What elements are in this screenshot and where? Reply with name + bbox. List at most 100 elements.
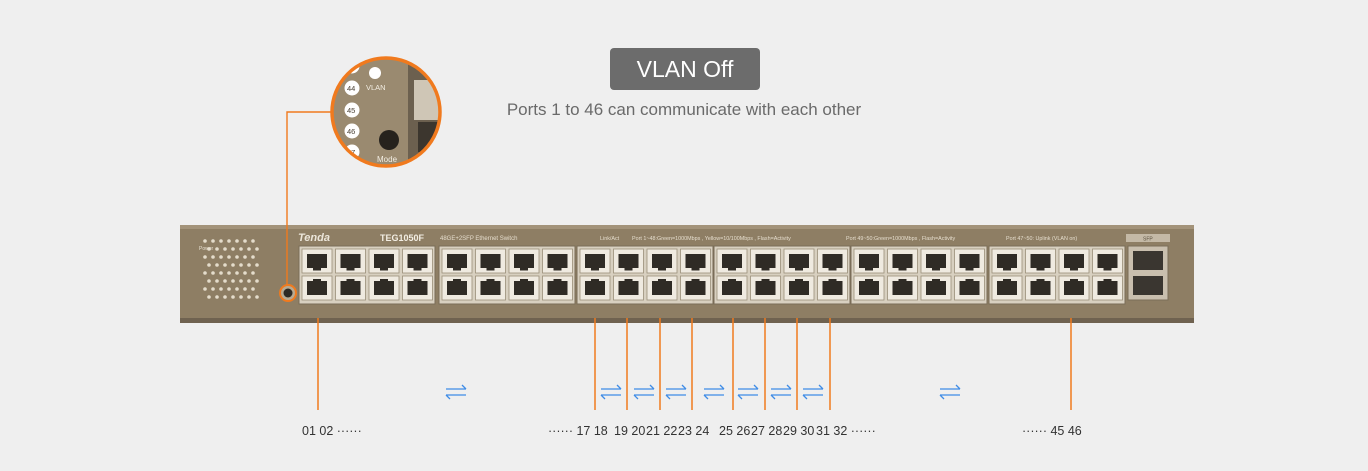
rj45-latch [728,268,736,271]
rj45-latch [691,268,700,271]
rj45-latch [965,279,974,282]
rj45-latch [865,279,873,282]
bidirectional-arrow-icon [939,384,961,400]
rj45-port [480,254,501,268]
port-label: 19 20 [614,424,646,438]
vent-hole [239,263,243,267]
vent-hole [215,295,219,299]
rj45-latch [728,279,736,282]
rj45-port [755,254,776,268]
rj45-latch [380,268,388,271]
bidirectional-arrow-icon [600,384,622,400]
bidirectional-arrow-icon [633,384,655,400]
vent-hole [215,279,219,283]
vent-hole [219,239,223,243]
zoom-led-number: 46 [347,127,355,136]
sfp-label: SFP [1143,237,1153,243]
rj45-latch [1036,279,1045,282]
rj45-port [755,281,776,295]
port-label: 31 32 ······ [816,424,876,438]
port-label: 29 30 [783,424,815,438]
rj45-latch [1036,268,1045,271]
model-name: TEG1050F [380,233,425,243]
port-group [988,245,1126,305]
vent-hole [251,287,255,291]
rj45-port [514,281,534,295]
vlan-led [369,67,381,79]
vent-hole [211,271,215,275]
power-label: Power [199,246,214,252]
vent-hole [243,255,247,259]
arrow-left [600,394,621,400]
rj45-port [685,281,706,295]
rj45-latch [898,268,907,271]
bidirectional-arrow-icon [665,384,687,400]
rj45-latch [520,279,528,282]
rj45-port [585,281,605,295]
rj45-latch [795,279,803,282]
vent-hole [235,239,239,243]
vent-hole [219,287,223,291]
zoom-mode-label: Mode [377,155,398,164]
bidirectional-arrow-icon [445,384,467,400]
rj45-latch [624,268,633,271]
rj45-latch [865,268,873,271]
rj45-latch [624,279,633,282]
rj45-port [859,254,879,268]
rj45-port [340,281,361,295]
zoom-led [344,80,360,96]
rj45-latch [591,279,599,282]
rj45-latch [553,279,562,282]
callout-leader-line [286,111,332,285]
bidirectional-arrow-icon [703,384,725,400]
vent-hole [227,255,231,259]
rj45-port [374,254,394,268]
rj45-port [447,254,467,268]
vent-hole [235,271,239,275]
rj45-port [892,254,913,268]
vent-hole [247,263,251,267]
arrow-right [738,384,759,390]
vent-hole [231,247,235,251]
vent-hole [251,255,255,259]
rj45-port [585,254,605,268]
vlan-mode-badge: VLAN Off [610,48,760,90]
port-group [298,245,436,305]
vent-hole [251,271,255,275]
rj45-latch [965,268,974,271]
rj45-latch [898,279,907,282]
mode-button [283,288,293,298]
vent-hole [239,279,243,283]
rj45-port [407,281,428,295]
vent-hole [203,271,207,275]
arrow-left [939,394,960,400]
port-group [438,245,576,305]
port-pointer-lines [317,318,1072,410]
rj45-port [997,254,1017,268]
rj45-latch [828,279,837,282]
vent-hole [255,247,259,251]
vent-hole [207,247,211,251]
vent-hole [211,255,215,259]
rj45-port [1064,281,1084,295]
zoom-led [344,102,360,118]
rj45-latch [1070,279,1078,282]
rj45-port [307,254,327,268]
rj45-latch [553,268,562,271]
mode-description: Ports 1 to 46 can communicate with each … [506,100,862,119]
led-header-uplink: Port 47~50: Uplink (VLAN on) [1006,236,1077,242]
rj45-port [926,254,946,268]
zoom-led-number: 44 [347,84,355,93]
rj45-latch [453,279,461,282]
led-header-ports-49-50: Port 49~50:Green=1000Mbps , Flash=Activi… [846,236,956,242]
rj45-latch [658,279,666,282]
vent-hole [223,295,227,299]
arrow-left [737,394,758,400]
rj45-port [722,281,742,295]
rj45-port [652,254,672,268]
rj45-port [618,281,639,295]
rj45-port-blocks [298,245,1126,305]
port-label: 01 02 ······ [302,424,362,438]
